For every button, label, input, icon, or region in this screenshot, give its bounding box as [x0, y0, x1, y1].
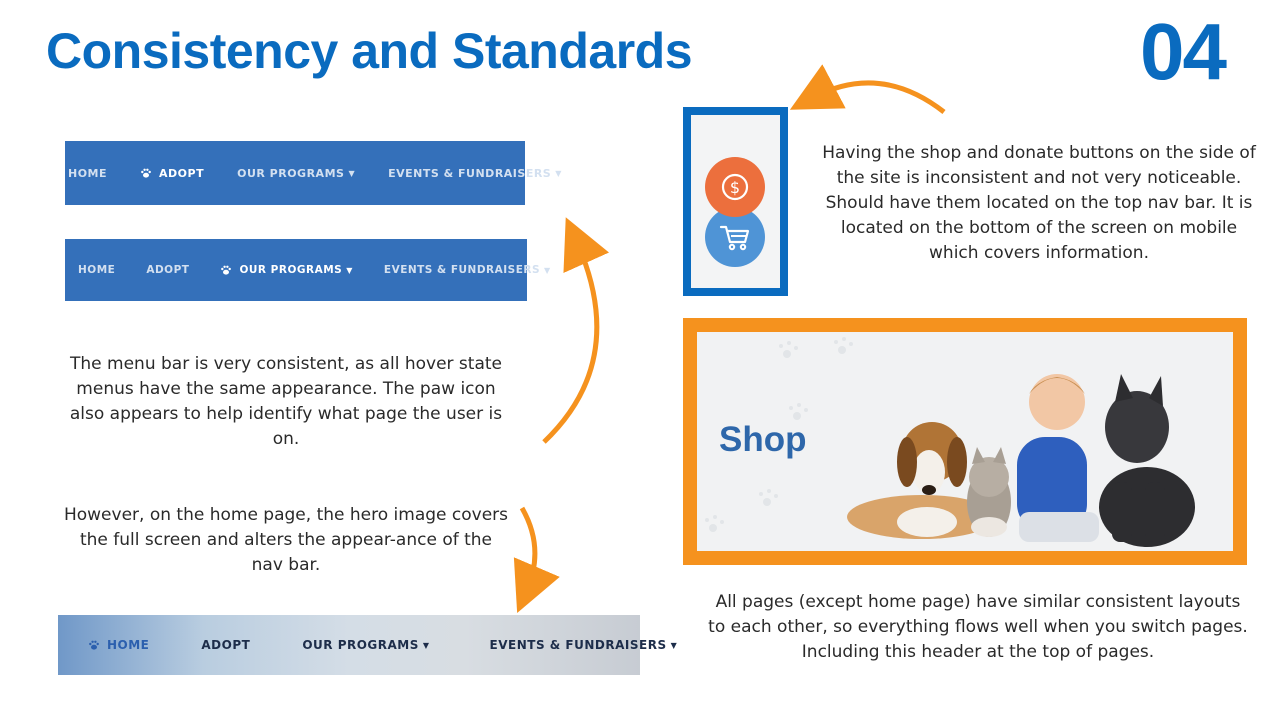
menu-consistency-note: The menu bar is very consistent, as all … [69, 354, 503, 449]
caret-down-icon: ▼ [346, 265, 353, 275]
nav-item-label: HOME [107, 638, 150, 652]
nav-item-home[interactable]: HOME [78, 264, 115, 276]
nav-item-our-programs[interactable]: OUR PROGRAMS ▼ [237, 167, 355, 180]
paw-icon [89, 640, 99, 650]
dollar-circle-icon: $ [721, 173, 749, 201]
nav-item-label: ADOPT [201, 638, 251, 652]
shopping-cart-icon [719, 225, 750, 251]
nav-item-label: EVENTS & FUNDRAISERS [489, 638, 667, 652]
side-buttons-screenshot: $ [683, 107, 788, 296]
slide-title: Consistency and Standards [46, 23, 693, 79]
page-layouts-note: All pages (except home page) have simila… [708, 592, 1248, 662]
nav-item-label: EVENTS & FUNDRAISERS [383, 264, 541, 276]
nav-item-label: OUR PROGRAMS [239, 264, 343, 276]
home-page-issue-note: However, on the home page, the hero imag… [63, 505, 509, 575]
nav-item-label: EVENTS & FUNDRAISERS [388, 166, 552, 180]
nav-item-events-fundraisers[interactable]: EVENTS & FUNDRAISERS ▼ [384, 264, 551, 276]
nav-item-home[interactable]: HOME [68, 167, 107, 180]
caret-down-icon: ▼ [422, 640, 430, 650]
svg-text:$: $ [730, 178, 740, 197]
nav-item-label: HOME [68, 166, 108, 180]
nav-item-home[interactable]: HOME [88, 638, 149, 652]
cat [967, 447, 1011, 537]
caret-down-icon: ▼ [348, 168, 356, 178]
nav-item-adopt[interactable]: ADOPT [146, 264, 189, 276]
nav-item-label: ADOPT [159, 166, 205, 180]
slide-number: 04 [1140, 7, 1227, 96]
nav-item-label: OUR PROGRAMS [302, 638, 419, 652]
nav-item-label: OUR PROGRAMS [237, 166, 345, 180]
caret-down-icon: ▼ [555, 168, 562, 178]
child [1017, 374, 1099, 542]
beagle-dog [847, 422, 997, 539]
nav-item-adopt[interactable]: ADOPT [201, 638, 250, 652]
arrow-to-side-buttons [789, 64, 946, 114]
shop-header-screenshot: Shop [683, 318, 1247, 565]
arrow-to-home-nav [513, 506, 560, 613]
nav-item-events-fundraisers[interactable]: EVENTS & FUNDRAISERS ▼ [388, 167, 562, 180]
paw-icon [221, 265, 232, 275]
nav-bar-programs-hover: HOME ADOPT OUR PROGRAMS ▼ EVENTS & FUNDR… [65, 239, 550, 301]
pets-and-child-illustration [705, 337, 1195, 547]
caret-down-icon: ▼ [544, 265, 551, 275]
black-dog [1099, 374, 1195, 547]
nav-bar-adopt-hover: HOME ADOPT OUR PROGRAMS ▼ EVENTS & FUNDR… [65, 141, 561, 205]
arrow-to-nav-bars [542, 217, 610, 444]
nav-bar-home-page: HOME ADOPT OUR PROGRAMS ▼ EVENTS & FUNDR… [58, 615, 677, 675]
paw-icon [141, 168, 151, 178]
side-buttons-note: Having the shop and donate buttons on th… [822, 143, 1256, 263]
nav-item-our-programs[interactable]: OUR PROGRAMS ▼ [220, 264, 352, 276]
shop-side-button[interactable] [705, 207, 765, 267]
shop-heading: Shop [719, 420, 807, 459]
nav-item-our-programs[interactable]: OUR PROGRAMS ▼ [302, 638, 429, 652]
donate-side-button[interactable]: $ [705, 157, 765, 217]
nav-item-adopt[interactable]: ADOPT [140, 167, 204, 180]
nav-item-label: ADOPT [146, 264, 190, 276]
nav-item-label: HOME [78, 264, 116, 276]
caret-down-icon: ▼ [670, 640, 678, 650]
nav-item-events-fundraisers[interactable]: EVENTS & FUNDRAISERS ▼ [490, 638, 678, 652]
